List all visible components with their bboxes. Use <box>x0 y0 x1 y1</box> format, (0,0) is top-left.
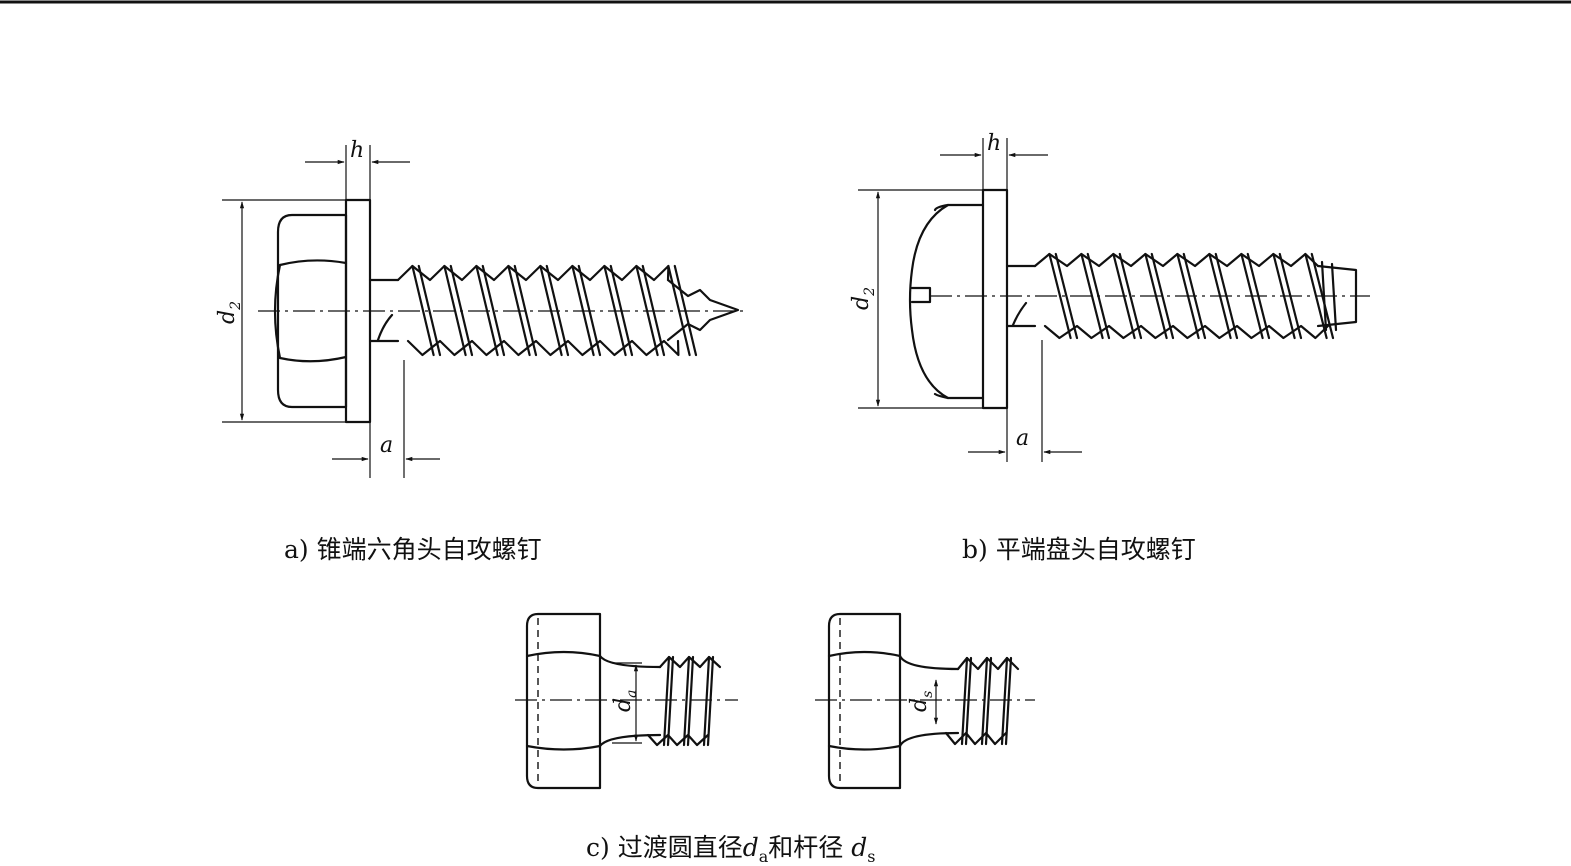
dim-a-b: a <box>1016 426 1029 451</box>
dim-da: da <box>611 690 640 712</box>
thread-c1 <box>646 655 722 747</box>
caption-c-ds: ds <box>851 833 876 866</box>
figure-c-shank-diameter: ds <box>815 612 1035 790</box>
flange-b <box>981 188 1009 410</box>
dim-d2-a: d2 <box>215 301 244 324</box>
caption-c-da: da <box>742 833 769 866</box>
dim-h-a: h <box>350 138 364 163</box>
hex-head-c1 <box>525 612 602 790</box>
figure-a-hex-tapping-screw: h d2 a <box>215 138 745 478</box>
dim-h-b: h <box>987 131 1001 156</box>
thread-c2 <box>944 656 1020 746</box>
caption-b: b) 平端盘头自攻螺钉 <box>962 535 1196 564</box>
figure-b-pan-head-screw: h d2 a <box>849 131 1370 462</box>
caption-c-prefix: c) 过渡圆直径 <box>586 833 743 862</box>
dim-ds: ds <box>907 691 936 712</box>
dim-d2-b: d2 <box>849 287 878 310</box>
caption-c-and: 和杆径 <box>768 833 844 862</box>
dim-a-a: a <box>380 433 393 458</box>
pan-head-b <box>908 203 985 400</box>
caption-a: a) 锥端六角头自攻螺钉 <box>284 535 542 564</box>
figure-c-transition-diameter: da <box>515 612 738 790</box>
caption-c: c) 过渡圆直径da和杆径 ds <box>586 828 875 866</box>
hex-head-a <box>276 213 348 409</box>
hex-head-c2 <box>827 612 902 790</box>
